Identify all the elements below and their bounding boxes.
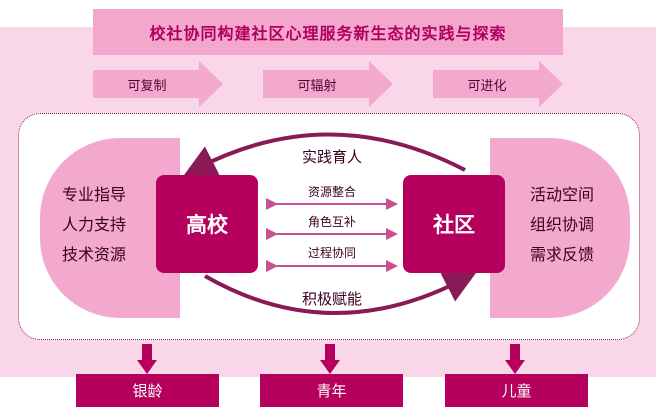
link-label-complement: 角色互补 <box>307 215 356 229</box>
top-arrow-radiating: 可辐射 <box>263 61 393 107</box>
top-arrow-evolvable: 可进化 <box>433 61 563 107</box>
university-node: 高校 <box>156 175 258 273</box>
list-item: 人力支持 <box>62 215 127 234</box>
target-group-children: 儿童 <box>445 374 588 407</box>
top-arrow-label: 可进化 <box>467 78 507 94</box>
community-resource-list: 活动空间 组织协调 需求反馈 <box>530 180 640 270</box>
list-item: 技术资源 <box>62 245 127 264</box>
target-group-elderly: 银龄 <box>76 374 219 407</box>
bottom-arc-label: 积极赋能 <box>301 290 362 308</box>
arrow-right-icon <box>433 61 563 107</box>
arrow-down-icon <box>505 344 525 374</box>
link-label-coordination: 过程协同 <box>307 246 356 260</box>
top-arc-label: 实践育人 <box>301 148 362 166</box>
list-item: 组织协调 <box>530 215 595 234</box>
arrow-right-icon <box>263 61 393 107</box>
arrow-down-icon <box>320 344 340 374</box>
arrow-right-icon <box>93 61 223 107</box>
target-group-youth: 青年 <box>260 374 403 407</box>
link-label-integration: 资源整合 <box>307 185 356 199</box>
top-arrow-label: 可复制 <box>127 78 167 94</box>
university-resource-list: 专业指导 人力支持 技术资源 <box>62 180 172 270</box>
community-node: 社区 <box>403 175 505 273</box>
list-item: 专业指导 <box>62 185 127 204</box>
right-resource-panel <box>490 138 630 318</box>
top-arrow-replicable: 可复制 <box>93 61 223 107</box>
arrow-down-icon <box>137 344 157 374</box>
top-arrow-label: 可辐射 <box>297 78 337 94</box>
list-item: 需求反馈 <box>530 245 595 264</box>
diagram-title: 校社协同构建社区心理服务新生态的实践与探索 <box>93 9 563 55</box>
list-item: 活动空间 <box>530 185 595 204</box>
